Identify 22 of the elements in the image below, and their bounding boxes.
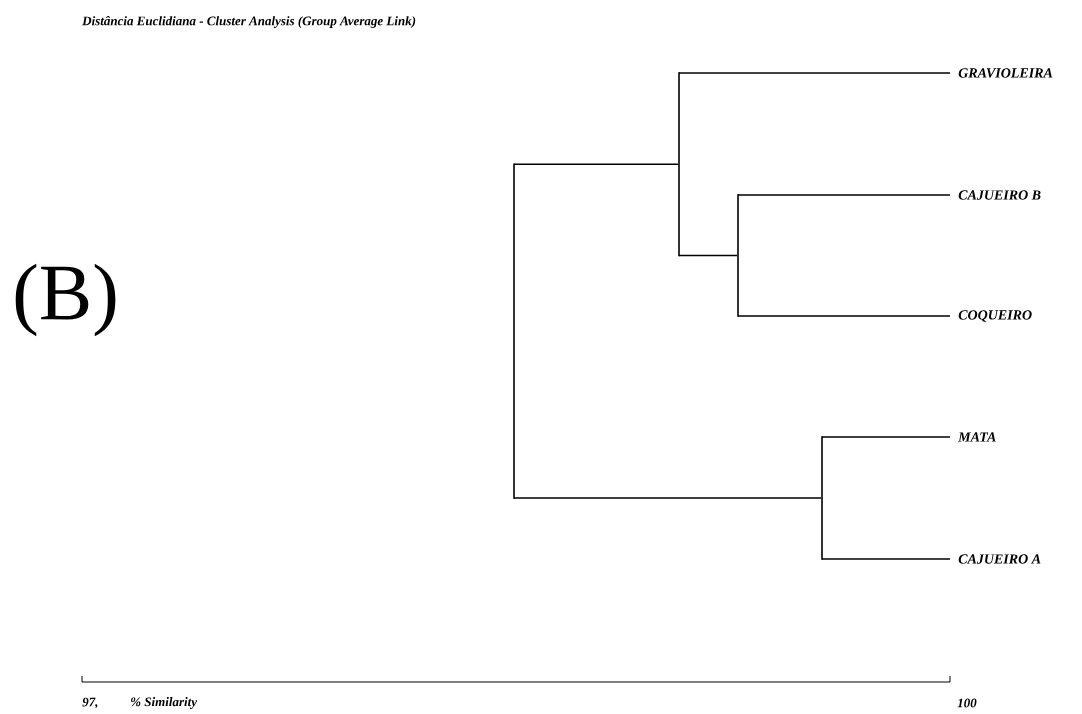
junction-line [678,72,680,257]
axis-label: % Similarity [131,697,198,709]
junction-line [821,436,823,560]
leaf-label: GRAVIOLEIRA [958,68,1053,78]
leaf-label: MATA [958,432,996,442]
junction-line [513,163,515,499]
branch-line [821,436,951,438]
leaf-label: CAJUEIRO A [958,554,1041,564]
branch-line [737,194,951,196]
leaf-label: CAJUEIRO B [958,190,1041,200]
axis-label: 100 [957,698,977,708]
junction-line [737,194,739,317]
branch-line [513,163,679,166]
branch-line [821,558,951,560]
branch-line [678,254,738,257]
leaf-label: COQUEIRO [958,310,1032,322]
title: Distância Euclidiana - Cluster Analysis (Group Average Link) [82,16,416,28]
panel-letter: (B) [15,263,116,337]
branch-line [513,497,822,499]
axis-label: 97, [82,697,98,709]
branch-line [737,315,951,317]
branch-line [678,72,951,74]
